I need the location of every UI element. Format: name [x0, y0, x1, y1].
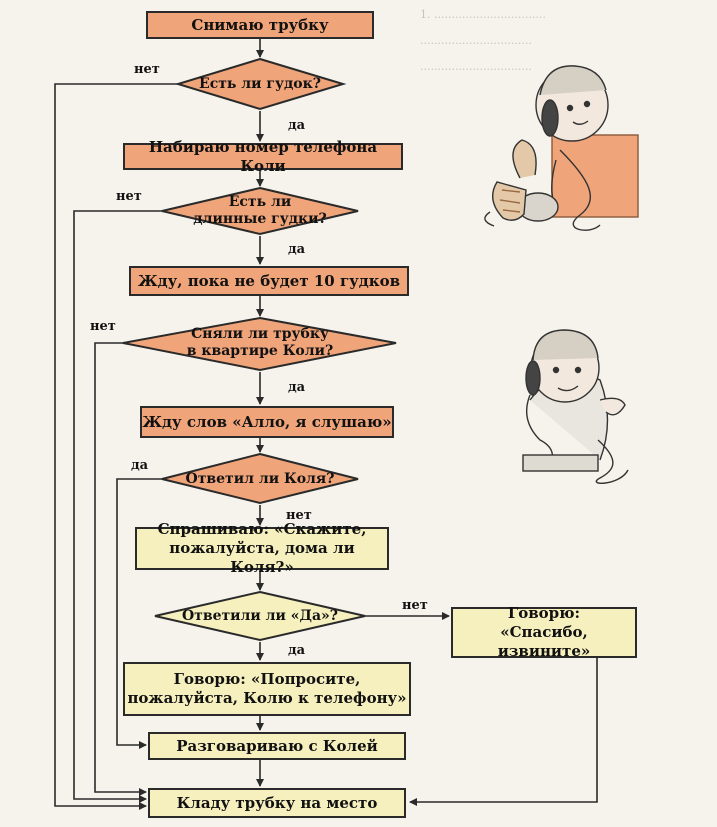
- decision-long-tones-line2: длинные гудки?: [193, 211, 326, 228]
- step-talk-kolya-label: Разговариваю с Колей: [176, 737, 378, 756]
- decision-picked-up-text: Сняли ли трубку в квартире Коли?: [160, 326, 360, 360]
- decision-picked-up-line1: Сняли ли трубку: [191, 326, 329, 343]
- decision-kolya-answered-label: Ответил ли Коля?: [186, 471, 335, 488]
- faint-text-1: 1. ................................: [420, 8, 546, 21]
- step-ask-for-kolya: Говорю: «Попросите, пожалуйста, Колю к т…: [123, 662, 411, 716]
- step-thank-sorry: Говорю: «Спасибо, извините»: [451, 607, 637, 658]
- step-wait-hello-label: Жду слов «Алло, я слушаю»: [142, 413, 391, 432]
- boy-with-cat-illustration: [485, 66, 638, 230]
- label-yes-2: да: [288, 242, 305, 257]
- decision-dial-tone-text: Есть ли гудок?: [190, 74, 330, 94]
- step-ask-kolya-home: Спрашиваю: «Скажите, пожалуйста, дома ли…: [135, 527, 389, 570]
- label-no-5: нет: [402, 598, 428, 613]
- arrow-n7-n9: [410, 658, 597, 802]
- label-no-3: нет: [90, 319, 116, 334]
- decision-answered-yes-text: Ответили ли «Да»?: [180, 606, 340, 626]
- decision-answered-yes-label: Ответили ли «Да»?: [182, 608, 338, 625]
- step-wait-ten-tones-label: Жду, пока не будет 10 гудков: [138, 272, 400, 291]
- step-hang-up-label: Кладу трубку на место: [177, 794, 378, 813]
- label-no-4: нет: [286, 508, 312, 523]
- step-ask-line1: Спрашиваю: «Скажите,: [158, 520, 367, 539]
- boy-answering-illustration: [523, 330, 628, 483]
- step-dial-number: Набираю номер телефона Коли: [123, 143, 403, 170]
- step-ask-for-kolya-line1: Говорю: «Попросите,: [174, 670, 361, 689]
- decision-kolya-answered-text: Ответил ли Коля?: [180, 469, 340, 489]
- step-dial-number-label: Набираю номер телефона Коли: [125, 138, 401, 176]
- step-ask-line2: пожалуйста, дома ли Коля?»: [137, 539, 387, 577]
- label-no-1: нет: [134, 62, 160, 77]
- decision-dial-tone-label: Есть ли гудок?: [199, 76, 321, 93]
- label-yes-3: да: [288, 380, 305, 395]
- faint-text-3: ................................: [420, 60, 532, 73]
- step-pick-up-label: Снимаю трубку: [191, 16, 328, 35]
- label-yes-4: да: [131, 458, 148, 473]
- faint-text-2: ................................: [420, 34, 532, 47]
- label-yes-1: да: [288, 118, 305, 133]
- decision-picked-up-line2: в квартире Коли?: [187, 343, 333, 360]
- step-wait-hello: Жду слов «Алло, я слушаю»: [140, 406, 394, 438]
- decision-long-tones-line1: Есть ли: [229, 194, 292, 211]
- step-wait-ten-tones: Жду, пока не будет 10 гудков: [129, 266, 409, 296]
- decision-long-tones-text: Есть ли длинные гудки?: [180, 194, 340, 228]
- step-talk-kolya: Разговариваю с Колей: [148, 732, 406, 760]
- step-pick-up: Снимаю трубку: [146, 11, 374, 39]
- step-thank-sorry-line1: Говорю:: [508, 604, 580, 623]
- label-yes-5: да: [288, 643, 305, 658]
- step-hang-up: Кладу трубку на место: [148, 788, 406, 818]
- step-thank-sorry-line2: «Спасибо, извините»: [453, 623, 635, 661]
- label-no-2: нет: [116, 189, 142, 204]
- step-ask-for-kolya-line2: пожалуйста, Колю к телефону»: [127, 689, 406, 708]
